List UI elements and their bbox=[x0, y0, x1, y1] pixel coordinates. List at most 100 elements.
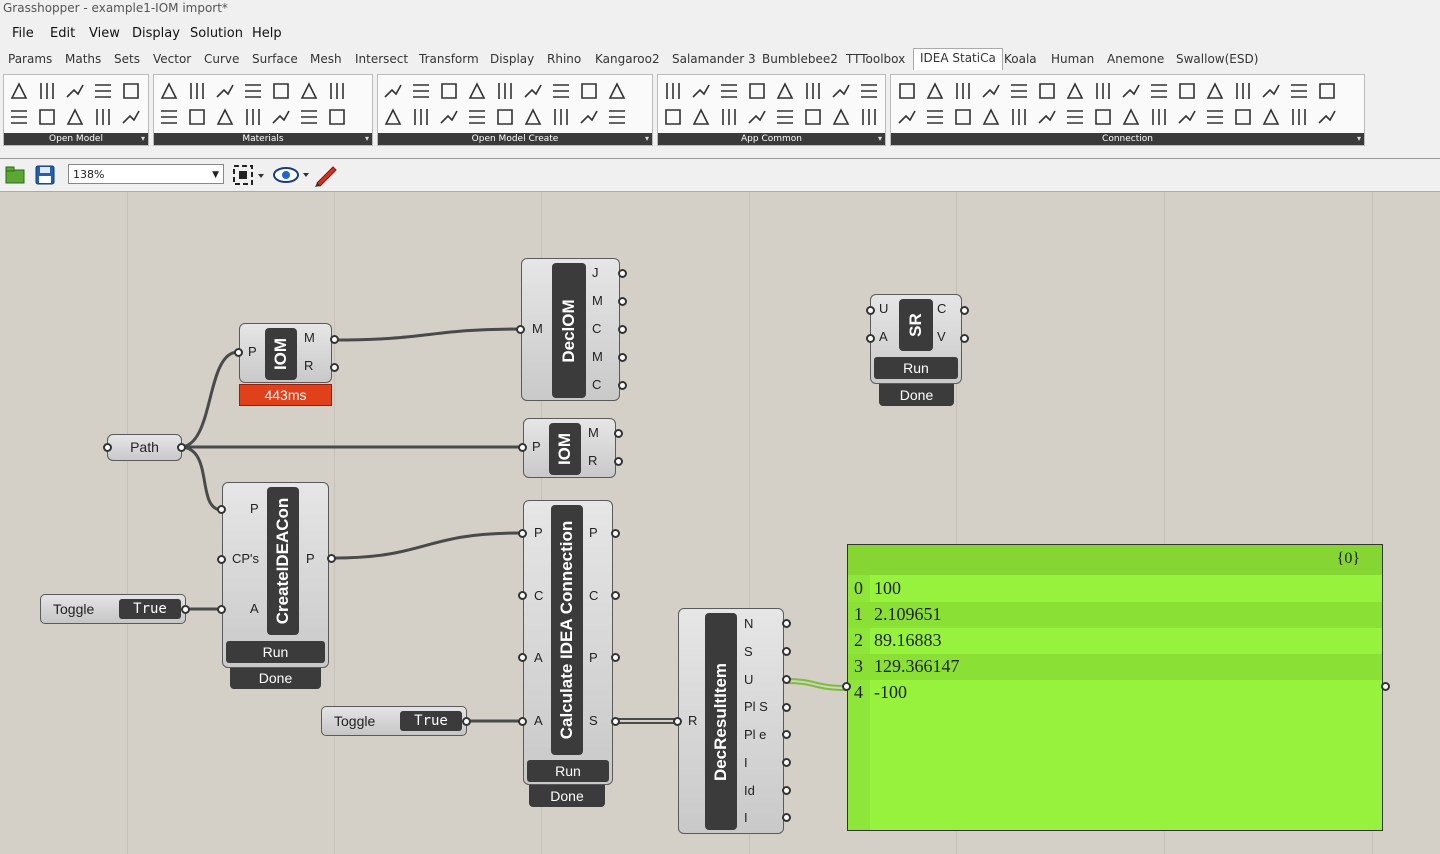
output-port[interactable] bbox=[181, 605, 190, 614]
toggle-value[interactable]: True bbox=[119, 599, 181, 619]
component-name: DeclOM bbox=[559, 299, 579, 362]
wire-create-to-calc bbox=[332, 533, 522, 558]
output-port[interactable] bbox=[462, 717, 471, 726]
output-port[interactable] bbox=[782, 703, 791, 712]
output-port[interactable] bbox=[614, 457, 623, 466]
iom-component-mid[interactable]: P IOM M R bbox=[523, 418, 616, 478]
input-port[interactable] bbox=[103, 443, 112, 452]
run-button[interactable]: Run bbox=[527, 760, 609, 782]
input-port[interactable] bbox=[518, 653, 527, 662]
sr-component[interactable]: U A SR C V Run bbox=[870, 294, 962, 384]
output-label: I bbox=[744, 755, 748, 770]
output-label: R bbox=[588, 453, 597, 468]
input-port[interactable] bbox=[866, 306, 875, 315]
output-label: J bbox=[592, 265, 599, 280]
wire-path-to-create bbox=[180, 447, 222, 510]
row-value: 2.109651 bbox=[874, 604, 942, 625]
panel-path-tag: {0} bbox=[1337, 550, 1360, 568]
panel-row: 0 100 bbox=[848, 576, 1382, 602]
output-label: P bbox=[589, 525, 598, 540]
output-port[interactable] bbox=[782, 675, 791, 684]
output-label: V bbox=[937, 329, 946, 344]
output-port[interactable] bbox=[1381, 682, 1390, 691]
output-port[interactable] bbox=[611, 529, 620, 538]
input-port[interactable] bbox=[516, 325, 525, 334]
input-label: P bbox=[248, 344, 257, 359]
component-name-bar: Calculate IDEA Connection bbox=[551, 505, 583, 755]
output-label: N bbox=[744, 616, 753, 631]
output-port[interactable] bbox=[618, 297, 627, 306]
input-label: CP's bbox=[232, 551, 259, 566]
component-name: Calculate IDEA Connection bbox=[557, 521, 577, 740]
output-label: Pl S bbox=[744, 699, 768, 714]
status-label: Done bbox=[230, 668, 321, 689]
input-label: A bbox=[534, 650, 543, 665]
output-port[interactable] bbox=[782, 758, 791, 767]
component-name-bar: DeclOM bbox=[552, 263, 586, 398]
output-port[interactable] bbox=[614, 429, 623, 438]
path-parameter[interactable]: Path bbox=[107, 434, 182, 461]
output-port[interactable] bbox=[782, 786, 791, 795]
input-port[interactable] bbox=[518, 529, 527, 538]
output-port[interactable] bbox=[330, 335, 339, 344]
output-label: U bbox=[744, 672, 753, 687]
wire-iom-to-decliom bbox=[334, 329, 521, 340]
input-port[interactable] bbox=[518, 443, 527, 452]
toggle-value[interactable]: True bbox=[400, 711, 462, 731]
output-port[interactable] bbox=[618, 325, 627, 334]
run-button[interactable]: Run bbox=[226, 641, 325, 663]
output-port[interactable] bbox=[782, 730, 791, 739]
data-panel[interactable]: {0} 0 100 1 2.109651 2 89.16883 3 129.36… bbox=[847, 544, 1383, 831]
output-port[interactable] bbox=[782, 647, 791, 656]
output-port[interactable] bbox=[618, 353, 627, 362]
panel-header: {0} bbox=[848, 545, 1382, 575]
boolean-toggle-1[interactable]: Toggle True bbox=[40, 594, 186, 624]
output-port[interactable] bbox=[960, 306, 969, 315]
output-label: P bbox=[589, 650, 598, 665]
component-name-bar: IOM bbox=[265, 328, 297, 380]
output-label: Id bbox=[744, 783, 755, 798]
row-value: 129.366147 bbox=[874, 656, 960, 677]
input-port[interactable] bbox=[518, 717, 527, 726]
output-label: I bbox=[744, 810, 748, 825]
input-label: A bbox=[879, 329, 888, 344]
output-port[interactable] bbox=[327, 554, 336, 563]
component-name-bar: IOM bbox=[549, 423, 581, 475]
input-port[interactable] bbox=[673, 717, 682, 726]
toggle-label: Toggle bbox=[334, 713, 375, 729]
output-port[interactable] bbox=[611, 591, 620, 600]
input-port[interactable] bbox=[234, 348, 243, 357]
input-port[interactable] bbox=[217, 505, 226, 514]
input-port[interactable] bbox=[217, 605, 226, 614]
boolean-toggle-2[interactable]: Toggle True bbox=[321, 706, 467, 736]
output-label: R bbox=[304, 358, 313, 373]
iom-component-top[interactable]: P IOM M R bbox=[239, 323, 332, 383]
panel-row: 1 2.109651 bbox=[848, 602, 1382, 628]
decliom-component[interactable]: M DeclOM J M C M C bbox=[521, 258, 620, 401]
run-button[interactable]: Run bbox=[874, 357, 958, 379]
input-port[interactable] bbox=[217, 555, 226, 564]
output-port[interactable] bbox=[618, 381, 627, 390]
output-port[interactable] bbox=[618, 269, 627, 278]
output-port[interactable] bbox=[782, 813, 791, 822]
output-port[interactable] bbox=[330, 363, 339, 372]
input-port[interactable] bbox=[866, 334, 875, 343]
output-label: C bbox=[592, 321, 601, 336]
output-port[interactable] bbox=[782, 619, 791, 628]
calculate-idea-connection-component[interactable]: P C A A Calculate IDEA Connection P C P … bbox=[523, 500, 613, 785]
output-label: C bbox=[937, 301, 946, 316]
component-name: SR bbox=[906, 313, 926, 337]
output-port[interactable] bbox=[611, 653, 620, 662]
output-label: Pl e bbox=[744, 727, 766, 742]
output-label: C bbox=[589, 588, 598, 603]
output-port[interactable] bbox=[611, 717, 620, 726]
output-port[interactable] bbox=[177, 443, 186, 452]
input-port[interactable] bbox=[518, 591, 527, 600]
timing-badge: 443ms bbox=[239, 384, 332, 406]
input-port[interactable] bbox=[842, 682, 851, 691]
dec-result-item-component[interactable]: R DecResultItem N S U Pl S Pl e I Id I bbox=[678, 608, 784, 834]
create-idea-con-component[interactable]: P CP's A CreateIDEACon P Run bbox=[222, 482, 329, 668]
panel-row: 2 89.16883 bbox=[848, 628, 1382, 654]
output-port[interactable] bbox=[960, 334, 969, 343]
output-label: S bbox=[589, 713, 598, 728]
